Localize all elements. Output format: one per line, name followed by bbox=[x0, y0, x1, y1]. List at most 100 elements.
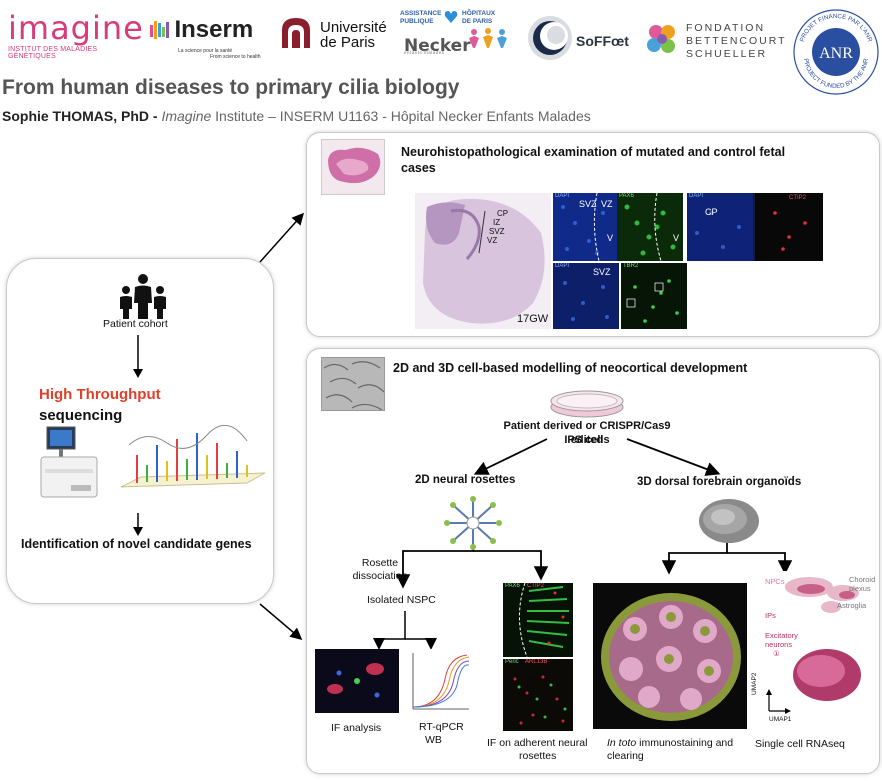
layer-label-svz: SVZ bbox=[489, 227, 505, 236]
imagine-logo-subtitle: INSTITUT DES MALADIES GÉNÉTIQUES bbox=[8, 46, 98, 60]
if-adherent-line2: rosettes bbox=[519, 750, 557, 762]
neuro-title-line2: cases bbox=[401, 161, 436, 175]
institute-italic: Imagine bbox=[161, 108, 212, 124]
necker-children-icon bbox=[469, 28, 507, 48]
universite-emblem-icon bbox=[282, 18, 310, 48]
imagine-logo: imagine INSTITUT DES MALADIES GÉNÉTIQUES bbox=[8, 9, 144, 60]
histology-thumbnail bbox=[321, 139, 385, 195]
micrograph-tbr2: TBR2 bbox=[621, 263, 687, 329]
ips-label-line1: Patient derived or CRISPR/Cas9 edited bbox=[503, 420, 671, 446]
umap-excitatory-num: ① bbox=[773, 649, 780, 658]
rosettes-2d-label: 2D neural rosettes bbox=[415, 474, 516, 486]
anr-logo: PROJET FINANCÉ PAR L'ANR PROJECT FUNDED … bbox=[792, 4, 880, 100]
family-icon bbox=[120, 274, 166, 319]
imagine-logo-word: imagine bbox=[8, 9, 144, 47]
in-toto-line1: In toto immunostaining and bbox=[607, 737, 733, 750]
micro1-vz: VZ bbox=[601, 199, 613, 209]
micrograph-pax6: DAPI PAX6 SVZ VZ V V bbox=[553, 193, 683, 261]
micrograph-ctip2: DAPI CP CTIP2 bbox=[687, 193, 823, 261]
fondation-line3: SCHUELLER bbox=[686, 48, 768, 60]
scrnaseq-label: Single cell RNAseq bbox=[755, 738, 845, 750]
affiliation: Institute – INSERM U1163 - Hôpital Necke… bbox=[215, 108, 591, 124]
universite-de-paris-logo: Université de Paris bbox=[278, 16, 398, 55]
cohort-label: Patient cohort bbox=[103, 318, 168, 330]
umap-plot: NPCs IPs Excitatory neurons ① Choroid pl… bbox=[751, 571, 879, 731]
aphp-heart-icon bbox=[444, 11, 458, 23]
arrow-to-cell bbox=[259, 603, 303, 640]
inserm-tagline-en: From science to health bbox=[210, 54, 261, 60]
umap-choroid-line1: Choroid bbox=[849, 575, 876, 584]
cohort-arrow bbox=[133, 335, 143, 378]
soffoet-logo: SoFFœt bbox=[526, 14, 640, 67]
inserm-tagline-fr: La science pour la santé bbox=[178, 48, 233, 54]
page-subtitle: Sophie THOMAS, PhD - Imagine Institute –… bbox=[2, 108, 591, 124]
sequencing-arrow bbox=[133, 513, 143, 536]
micro2-dapi: DAPI bbox=[689, 193, 704, 199]
clearing-label: clearing bbox=[607, 750, 644, 762]
umap-choroid-line2: plexus bbox=[849, 584, 871, 593]
micro1-v2: V bbox=[673, 233, 680, 243]
arrow-to-neuro bbox=[259, 212, 304, 263]
author-name: Sophie THOMAS, PhD - bbox=[2, 108, 158, 124]
anr-center: ANR bbox=[819, 45, 853, 62]
in-toto-italic: In toto bbox=[607, 737, 637, 749]
inserm-logo: Inserm La science pour la santé From sci… bbox=[150, 18, 270, 60]
micro1-svz: SVZ bbox=[579, 199, 597, 209]
in-toto-rest: immunostaining and bbox=[639, 737, 734, 749]
micro3-svz: SVZ bbox=[593, 267, 611, 277]
umap-excitatory-line2: neurons bbox=[765, 640, 793, 649]
aphp-line1: ASSISTANCE bbox=[400, 10, 442, 17]
inserm-logo-word: Inserm bbox=[174, 16, 254, 43]
ips-label-line2: IPS cells bbox=[564, 434, 610, 446]
adherent-rosette-bottom: Peric ARL13B bbox=[503, 659, 573, 731]
rtqpcr-line2: WB bbox=[425, 734, 442, 746]
cell-culture-thumbnail bbox=[321, 357, 385, 411]
adherent-bottom-peric: Peric bbox=[505, 659, 519, 665]
page-title: From human diseases to primary cilia bio… bbox=[2, 76, 460, 99]
micro1-pax6: PAX6 bbox=[619, 193, 634, 199]
aphp-necker-logo: ASSISTANCE PUBLIQUE HÔPITAUX DE PARIS Ne… bbox=[400, 8, 512, 64]
rtqpcr-line1: RT-qPCR bbox=[419, 721, 464, 733]
if-analysis-label: IF analysis bbox=[331, 722, 382, 734]
if-analysis-image bbox=[315, 649, 399, 713]
organoid-illustration bbox=[699, 499, 759, 543]
universite-line2: de Paris bbox=[320, 34, 376, 51]
adherent-rosette-top: PAX6 CTIP2 bbox=[503, 583, 573, 657]
umap-npcs: NPCs bbox=[765, 577, 785, 586]
necker-word: Necker bbox=[404, 36, 471, 56]
sequencer-illustration bbox=[40, 425, 266, 498]
high-throughput-label: High Throughput bbox=[39, 386, 161, 403]
umap-excitatory-line1: Excitatory bbox=[765, 631, 798, 640]
micro3-dapi: DAPI bbox=[555, 263, 570, 269]
age-label: 17GW bbox=[517, 313, 549, 325]
aphp-line3: HÔPITAUX bbox=[462, 10, 496, 17]
organoids-3d-label: 3D dorsal forebrain organoïds bbox=[637, 476, 802, 488]
fondation-line1: FONDATION bbox=[686, 22, 766, 34]
isolated-nspc-label: Isolated NSPC bbox=[367, 594, 436, 606]
rosette-dissociation-line1: Rosette bbox=[361, 557, 399, 569]
cell-modelling-panel: 2D and 3D cell-based modelling of neocor… bbox=[306, 348, 880, 774]
brain-section-image: CP IZ SVZ VZ 17GW bbox=[415, 193, 551, 329]
micro2-marker: CTIP2 bbox=[789, 195, 807, 201]
layer-label-vz: VZ bbox=[487, 236, 498, 245]
organoid-immunostaining-image bbox=[593, 583, 747, 729]
soffoet-word: SoFFœt bbox=[576, 33, 629, 49]
identification-label: Identification of novel candidate genes bbox=[21, 537, 252, 551]
petri-dish-icon bbox=[550, 390, 624, 418]
umap-astroglia: Astroglia bbox=[837, 601, 867, 610]
adherent-top-pax6: PAX6 bbox=[505, 583, 520, 589]
umap-axis-1: UMAP1 bbox=[769, 716, 792, 723]
cell-panel-title: 2D and 3D cell-based modelling of neocor… bbox=[393, 361, 748, 375]
neuro-title-line1: Neurohistopathological examination of mu… bbox=[401, 145, 786, 159]
anr-seal-icon: PROJET FINANCÉ PAR L'ANR PROJECT FUNDED … bbox=[793, 9, 879, 95]
layer-label-cp: CP bbox=[497, 209, 509, 218]
micro4-tbr2: TBR2 bbox=[623, 263, 639, 269]
micro2-cp: CP bbox=[705, 207, 718, 217]
soffoet-emblem-icon bbox=[528, 16, 572, 60]
micro1-dapi: DAPI bbox=[555, 193, 570, 199]
umap-ips: IPs bbox=[765, 611, 776, 620]
patient-cohort-panel: Patient cohort High Throughput sequencin… bbox=[6, 258, 274, 604]
fondation-line2: BETTENCOURT bbox=[686, 35, 787, 47]
neurohistopathology-panel: Neurohistopathological examination of mu… bbox=[306, 132, 880, 337]
